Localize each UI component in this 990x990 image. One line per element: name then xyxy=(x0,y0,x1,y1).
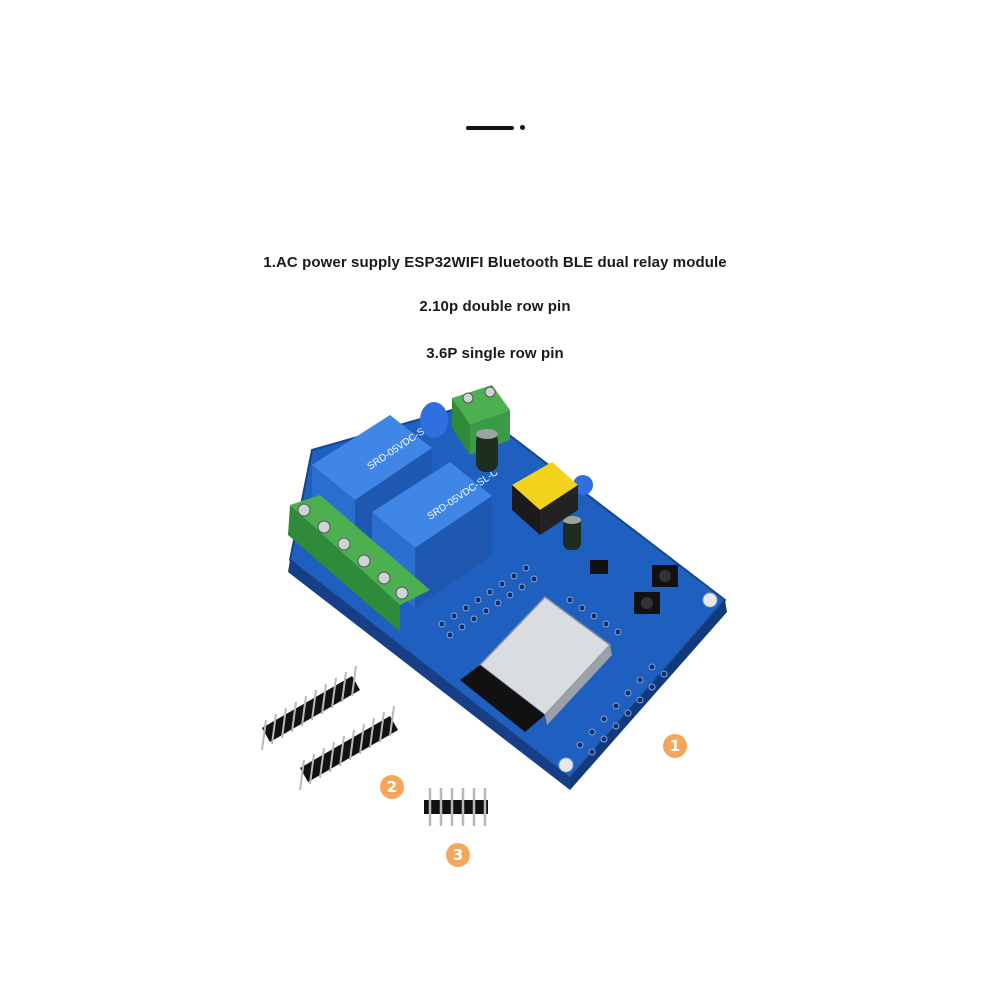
number-badge-3: 3 xyxy=(446,843,470,867)
single-row-pin-header xyxy=(424,788,488,826)
screw-terminal-block xyxy=(288,495,430,632)
decorative-dash xyxy=(466,126,514,130)
number-badge-1: 1 xyxy=(663,734,687,758)
decorative-dot xyxy=(520,125,525,130)
double-row-pin-header-2 xyxy=(299,705,398,791)
relay-module-board: SRD-05VDC-SL-C SRD-05VDC-SL-C xyxy=(288,385,727,790)
double-row-pin-header-1 xyxy=(261,665,360,751)
number-badge-2: 2 xyxy=(380,775,404,799)
transformer xyxy=(512,462,578,535)
caption-relay-module: 1.AC power supply ESP32WIFI Bluetooth BL… xyxy=(263,254,727,271)
caption-double-row-pin: 2.10p double row pin xyxy=(419,298,571,315)
caption-single-row-pin: 3.6P single row pin xyxy=(426,345,564,362)
